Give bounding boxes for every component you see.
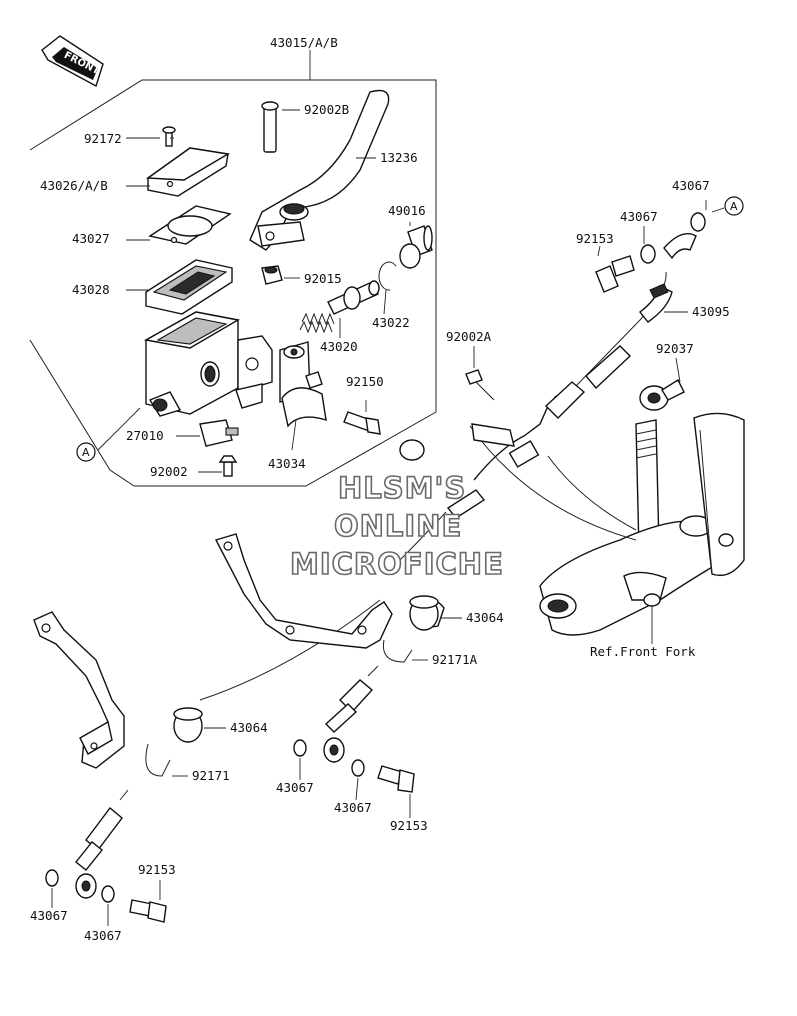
pn-43067-mid-left: 43067 (276, 780, 314, 795)
bolt-92002a (465, 369, 495, 401)
pn-92002: 92002 (150, 464, 188, 479)
banjo-bolt-top (595, 255, 635, 293)
cap-screw (162, 126, 176, 147)
hose-clip-upper (382, 639, 413, 663)
dust-boot (399, 225, 433, 269)
pn-49016: 49016 (388, 203, 426, 218)
assembly-outline (29, 79, 437, 487)
connector-a-right: A (724, 196, 744, 216)
brake-hose-upper (473, 233, 697, 481)
master-cylinder-body (143, 311, 273, 417)
pn-27010: 27010 (126, 428, 164, 443)
pivot-nut (261, 265, 283, 285)
grommet-upper (409, 595, 439, 631)
pn-43027: 43027 (72, 231, 110, 246)
washer-top-b (690, 212, 706, 232)
handlebar-clamp (279, 341, 327, 428)
fork-lower-clamp (539, 412, 745, 636)
hose-grommet (639, 378, 685, 411)
pn-43067-low-left: 43067 (30, 908, 68, 923)
pn-92153-low: 92153 (138, 862, 176, 877)
connector-a-left-label: A (82, 446, 90, 459)
brake-lever (249, 89, 390, 251)
pn-92002b: 92002B (304, 102, 349, 117)
washer-top-a (640, 244, 656, 264)
pn-13236: 13236 (380, 150, 418, 165)
reservoir-cap (145, 147, 231, 197)
pn-92171: 92171 (192, 768, 230, 783)
pn-92015: 92015 (304, 271, 342, 286)
grommet-lower (173, 707, 203, 743)
pn-43095: 43095 (692, 304, 730, 319)
pn-43020: 43020 (320, 339, 358, 354)
diaphragm (145, 259, 233, 315)
pn-92172: 92172 (84, 131, 122, 146)
ref-front-fork: Ref.Front Fork (590, 644, 696, 659)
hose-clip-lower (145, 743, 171, 777)
pn-92153-top: 92153 (576, 231, 614, 246)
piston-spring (299, 312, 335, 334)
piston (327, 280, 380, 315)
pn-43067-top: 43067 (620, 209, 658, 224)
switch-screw (218, 455, 238, 477)
pn-92150: 92150 (346, 374, 384, 389)
hose-fitting-lower (45, 789, 167, 923)
front-arrow-icon: FRONT (41, 35, 104, 88)
clamp-bolt (343, 411, 381, 435)
hose-fitting-middle (293, 665, 415, 793)
pn-43064-upper: 43064 (466, 610, 504, 625)
watermark-line-2: ONLINE (334, 509, 462, 543)
brake-switch (199, 419, 239, 447)
pn-92153-mid: 92153 (390, 818, 428, 833)
watermark-line-3: MICROFICHE (290, 547, 504, 581)
pn-43067-top-right: 43067 (672, 178, 710, 193)
pivot-bolt (261, 101, 279, 153)
bolt-cap (399, 439, 425, 461)
pn-43026: 43026/A/B (40, 178, 108, 193)
pn-92002a: 92002A (446, 329, 492, 344)
watermark-line-1: HLSM'S (338, 471, 466, 505)
hose-bracket-lower (33, 611, 125, 769)
pn-43064-lower: 43064 (230, 720, 268, 735)
pn-92171a: 92171A (432, 652, 478, 667)
connector-a-left: A (76, 442, 96, 462)
pn-43067-low: 43067 (84, 928, 122, 943)
pn-43067-mid: 43067 (334, 800, 372, 815)
hose-bracket-upper (214, 533, 393, 649)
pn-43028: 43028 (72, 282, 110, 297)
pn-43022: 43022 (372, 315, 410, 330)
connector-a-right-label: A (730, 200, 738, 213)
pn-43034: 43034 (268, 456, 306, 471)
pn-43015: 43015/A/B (270, 35, 338, 50)
circlip (378, 261, 397, 291)
pn-92037: 92037 (656, 341, 694, 356)
reservoir-plate (148, 205, 232, 245)
